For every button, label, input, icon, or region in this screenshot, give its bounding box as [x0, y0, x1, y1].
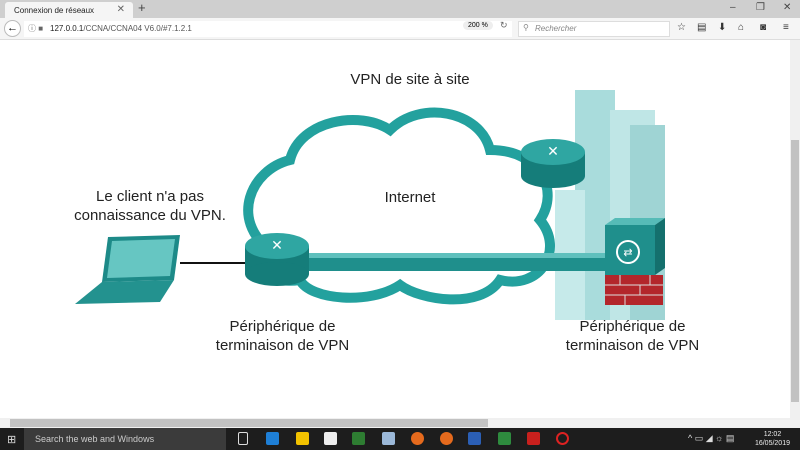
taskbar: ⊞ Search the web and Windows ^ ▭ ◢ ☼ ▤ 1…	[0, 428, 800, 450]
svg-text:⇄: ⇄	[623, 247, 632, 259]
right-device-label: Périphérique de terminaison de VPN	[565, 318, 700, 354]
diagram-title: VPN de site à site	[350, 71, 470, 88]
url-path: /CCNA/CCNA04 V6.0/#7.1.2.1	[83, 24, 192, 33]
cloud-label: Internet	[384, 189, 436, 206]
firefox-icon[interactable]	[440, 432, 453, 445]
clock-date: 16/05/2019	[754, 440, 790, 447]
router-left-icon: ✕	[245, 233, 309, 286]
horizontal-scrollbar[interactable]	[0, 418, 800, 428]
firefox-active-icon[interactable]	[411, 432, 424, 445]
tray-icons[interactable]: ^ ▭ ◢ ☼ ▤	[688, 433, 735, 443]
svg-text:✕: ✕	[271, 237, 283, 253]
vertical-scrollbar[interactable]	[790, 40, 800, 418]
acrobat-icon[interactable]	[527, 432, 540, 445]
horizontal-scroll-thumb[interactable]	[10, 419, 488, 427]
clock[interactable]: 12:02 16/05/2019	[755, 430, 790, 448]
close-window-button[interactable]: ✕	[783, 2, 792, 13]
reload-icon[interactable]: ↻	[500, 20, 508, 30]
page-content: ✕ ✕ ⇄ VPN de site à site Internet Le cli…	[0, 40, 790, 418]
svg-text:✕: ✕	[547, 143, 559, 159]
task-view-icon[interactable]	[238, 432, 248, 445]
tab-bar: Connexion de réseaux ✕ + – ❐ ✕	[0, 0, 800, 18]
word-icon[interactable]	[468, 432, 481, 445]
url-host: 127.0.0.1	[50, 24, 84, 33]
tab-active[interactable]: Connexion de réseaux ✕	[5, 2, 133, 18]
close-tab-icon[interactable]: ✕	[116, 4, 125, 15]
app-icon[interactable]	[382, 432, 395, 445]
edge-icon[interactable]	[266, 432, 279, 445]
back-button[interactable]: ←	[4, 20, 21, 37]
project-icon[interactable]	[352, 432, 365, 445]
url-bar[interactable]: ⓘ ■ 127.0.0.1/CCNA/CCNA04 V6.0/#7.1.2.1	[24, 21, 512, 37]
home-icon[interactable]: ⌂	[738, 22, 745, 33]
minimize-button[interactable]: –	[730, 2, 736, 13]
internet-cloud-icon	[243, 107, 555, 305]
start-windows-icon[interactable]: ⊞	[7, 434, 17, 446]
pocket-icon[interactable]: ◙	[760, 22, 767, 33]
reading-list-icon[interactable]: ▤	[697, 22, 707, 33]
tab-title: Connexion de réseaux	[14, 6, 95, 15]
taskbar-search[interactable]: Search the web and Windows	[24, 428, 226, 450]
bookmark-star-icon[interactable]: ☆	[677, 22, 686, 33]
info-icon[interactable]: ⓘ ■	[28, 24, 44, 33]
search-placeholder: Rechercher	[535, 24, 577, 33]
new-tab-button[interactable]: +	[138, 0, 146, 15]
menu-icon[interactable]: ≡	[783, 22, 789, 33]
left-device-label: Périphérique de terminaison de VPN	[215, 318, 350, 354]
search-icon: ⚲	[523, 23, 529, 32]
vertical-scroll-thumb[interactable]	[791, 140, 799, 402]
client-note: Le client n'a pas connaissance du VPN.	[74, 188, 226, 224]
nav-bar: ← ⓘ ■ 127.0.0.1/CCNA/CCNA04 V6.0/#7.1.2.…	[0, 18, 800, 40]
clock-time: 12:02	[763, 431, 782, 438]
download-icon[interactable]: ⬇	[718, 22, 727, 33]
firewall-icon: ⇄	[605, 218, 665, 305]
taskbar-search-text: Search the web and Windows	[35, 434, 155, 444]
zoom-indicator[interactable]: 200 %	[463, 21, 493, 30]
restore-button[interactable]: ❐	[756, 2, 765, 13]
excel-icon[interactable]	[498, 432, 511, 445]
file-explorer-icon[interactable]	[296, 432, 309, 445]
security-app-icon[interactable]	[556, 432, 569, 445]
search-input[interactable]: ⚲ Rechercher	[518, 21, 670, 37]
vpn-diagram: ✕ ✕ ⇄	[75, 90, 665, 320]
router-right-icon: ✕	[521, 139, 585, 188]
laptop-icon	[75, 235, 180, 304]
store-icon[interactable]	[324, 432, 337, 445]
